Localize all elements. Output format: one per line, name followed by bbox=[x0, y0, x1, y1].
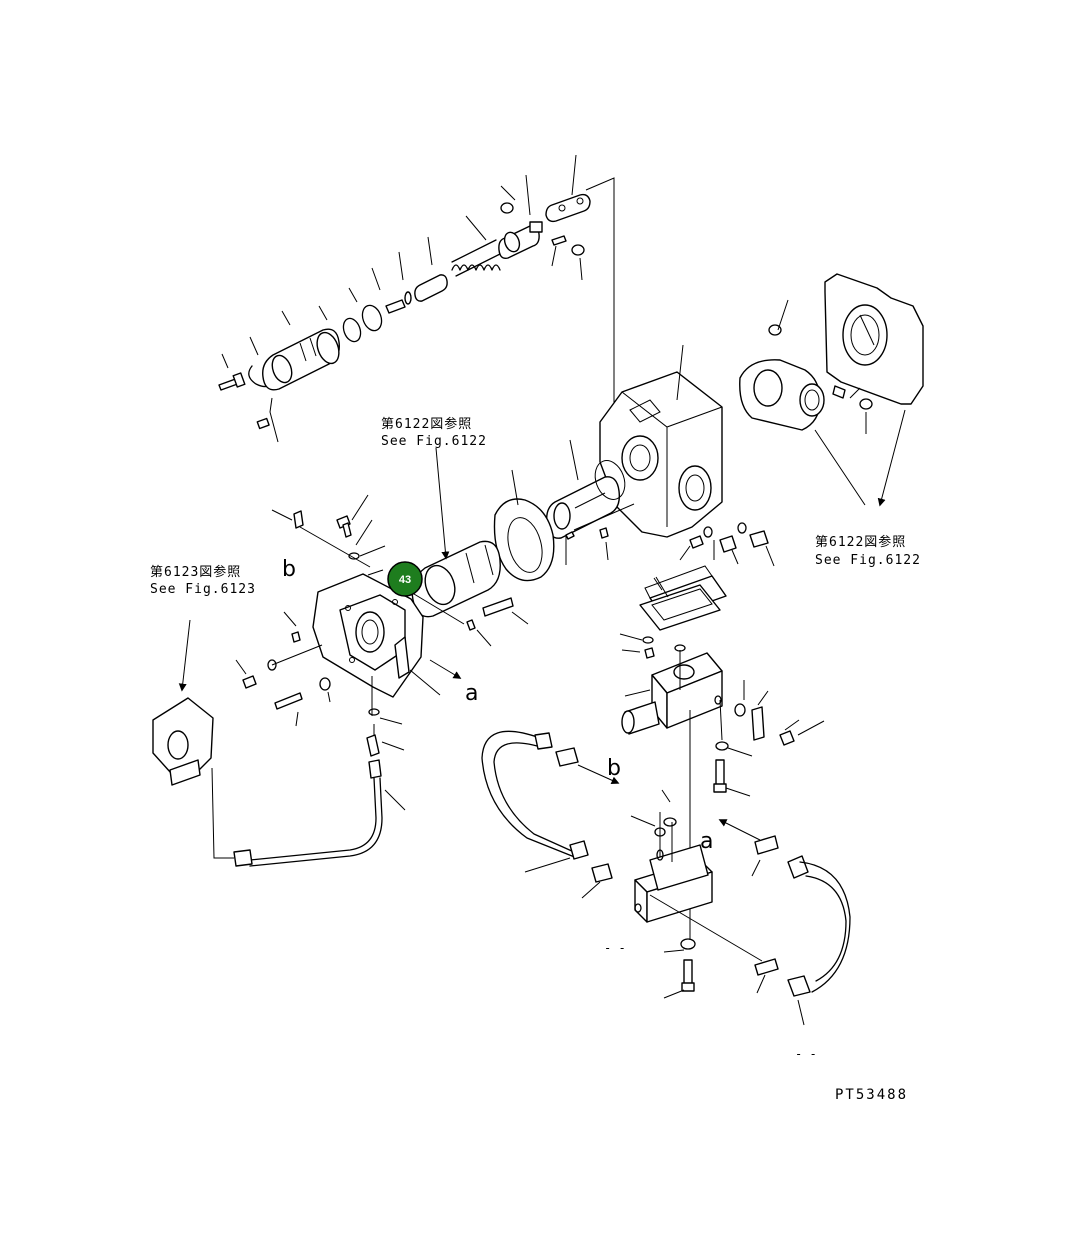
callout-43[interactable]: 43 bbox=[387, 561, 423, 597]
auxiliary-pump bbox=[152, 619, 214, 786]
valve-block bbox=[619, 565, 825, 940]
gasket bbox=[493, 469, 555, 582]
ref-label-ja-2: 第6123図参照 bbox=[150, 564, 241, 580]
housing-bolts bbox=[679, 522, 775, 567]
marker-b-left: b bbox=[282, 557, 296, 582]
pump-housing bbox=[545, 344, 723, 565]
drawing-code: PT53488 bbox=[835, 1087, 908, 1103]
cover-plate bbox=[739, 273, 924, 505]
mounting-flange bbox=[312, 573, 462, 698]
ref-label-ja-3: 第6122図参照 bbox=[815, 534, 906, 550]
left-hose bbox=[211, 734, 406, 867]
ref-label-en-2: See Fig.6123 bbox=[150, 582, 256, 597]
ref-label-ja-1: 第6122図参照 bbox=[381, 416, 472, 432]
gasket-plate bbox=[639, 576, 721, 631]
ref-label-en-3: See Fig.6122 bbox=[815, 553, 921, 568]
lower-valve bbox=[581, 789, 851, 1026]
dash-mark-1: - - bbox=[604, 941, 626, 955]
marker-a-right: a bbox=[700, 829, 713, 854]
dash-mark-2: - - bbox=[795, 1047, 817, 1061]
marker-a-left: a bbox=[465, 681, 478, 706]
marker-b-right: b bbox=[607, 756, 621, 781]
spool-assembly bbox=[218, 154, 615, 443]
callout-circle[interactable] bbox=[387, 561, 423, 597]
callout-number[interactable]: 43 bbox=[399, 574, 411, 586]
ref-label-en-1: See Fig.6122 bbox=[381, 434, 487, 449]
center-hose bbox=[481, 730, 620, 873]
shaft-housing bbox=[411, 447, 501, 618]
